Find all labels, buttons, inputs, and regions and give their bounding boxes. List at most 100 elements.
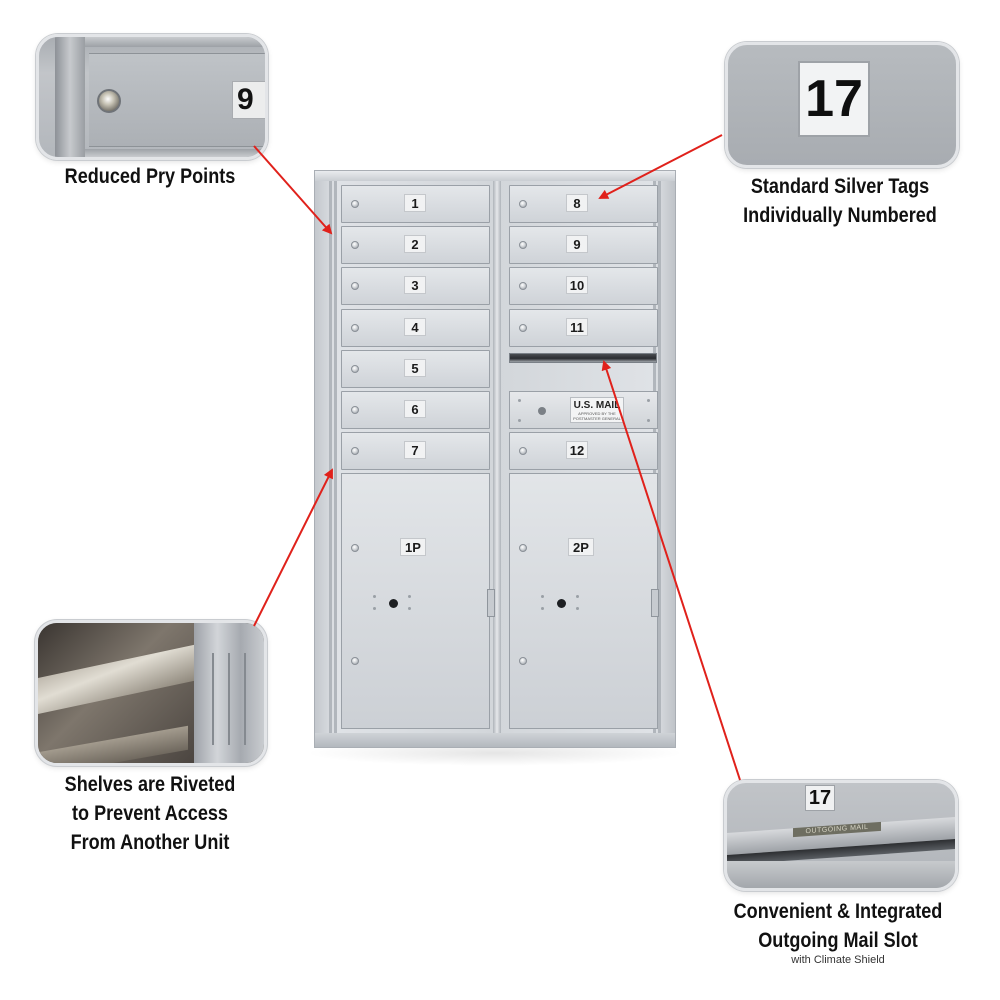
mail-door-9[interactable]: 9 (509, 226, 658, 264)
usmail-sublabel-1: APPROVED BY THE (578, 411, 616, 416)
number-tag-closeup: 17 (798, 61, 870, 137)
caption-line: From Another Unit (70, 831, 230, 854)
caption-line: Individually Numbered (743, 204, 937, 227)
mail-door-5[interactable]: 5 (341, 350, 490, 388)
keyhole-icon (557, 599, 566, 608)
rivet-icon (647, 419, 650, 422)
mail-door-6[interactable]: 6 (341, 391, 490, 429)
shelves-closeup (35, 620, 267, 766)
lock-icon (351, 282, 359, 290)
caption-line: Shelves are Riveted (64, 773, 236, 796)
door-number-tag: 9 (566, 235, 588, 253)
door-number-tag: 2 (404, 235, 426, 253)
mail-door-7[interactable]: 7 (341, 432, 490, 470)
lock-icon (351, 657, 359, 665)
number-tag-closeup: 17 (805, 785, 835, 811)
hinge-icon (487, 589, 495, 617)
door-number-tag: 3 (404, 276, 426, 294)
mail-door-8[interactable]: 8 (509, 185, 658, 223)
mail-door-10[interactable]: 10 (509, 267, 658, 305)
left-rail-inner (334, 181, 337, 733)
door-number-tag: 1 (404, 194, 426, 212)
left-rail (329, 181, 332, 733)
caption-line: to Prevent Access (72, 802, 228, 825)
number-tag-closeup: 9 (232, 81, 265, 119)
lock-icon (351, 324, 359, 332)
door-number-tag: 8 (566, 194, 588, 212)
mail-slot-caption: Convenient & Integrated Outgoing Mail Sl… (718, 897, 959, 955)
unit-top-trim (315, 171, 675, 181)
mailbox-unit: 1 2 3 4 5 6 7 8 9 10 11 (314, 170, 676, 748)
lock-icon (519, 282, 527, 290)
mail-door-11[interactable]: 11 (509, 309, 658, 347)
lock-icon (351, 241, 359, 249)
frame-edge (55, 37, 85, 157)
arrow-silver-tags (598, 134, 723, 199)
lock-icon (538, 407, 546, 415)
lock-icon (519, 241, 527, 249)
usmail-plate: U.S. MAIL APPROVED BY THE POSTMASTER GEN… (570, 397, 624, 423)
rivet-icon (518, 419, 521, 422)
usmail-label: U.S. MAIL (573, 400, 621, 411)
mail-door-1[interactable]: 1 (341, 185, 490, 223)
lock-icon (351, 365, 359, 373)
rivet-icon (518, 399, 521, 402)
lock-icon (519, 447, 527, 455)
arrow-pry-points (253, 145, 333, 235)
caption-line: Outgoing Mail Slot (758, 929, 918, 952)
lock-icon (519, 324, 527, 332)
lock-icon (519, 544, 527, 552)
door-number-tag: 4 (404, 318, 426, 336)
unit-bottom-trim (315, 733, 675, 747)
mail-door-12[interactable]: 12 (509, 432, 658, 470)
parcel-number-tag: 1P (400, 538, 426, 556)
pry-points-caption: Reduced Pry Points (47, 162, 253, 191)
rivet-icon (373, 595, 376, 598)
usmail-sublabel-2: POSTMASTER GENERAL (573, 416, 621, 421)
caption-line: Convenient & Integrated (733, 900, 943, 923)
usmail-collection-door[interactable]: U.S. MAIL APPROVED BY THE POSTMASTER GEN… (509, 391, 658, 429)
caption-line: Standard Silver Tags (750, 175, 930, 198)
door-number-tag: 6 (404, 400, 426, 418)
caption-line: Reduced Pry Points (64, 165, 236, 188)
lock-icon (351, 544, 359, 552)
rivet-icon (373, 607, 376, 610)
rib (244, 653, 246, 745)
door-number-tag: 12 (566, 441, 588, 459)
door-number-tag: 7 (404, 441, 426, 459)
hinge-icon (651, 589, 659, 617)
silver-tags-closeup: 17 (725, 42, 959, 168)
center-divider (493, 181, 501, 733)
rivet-icon (408, 595, 411, 598)
mail-door-3[interactable]: 3 (341, 267, 490, 305)
rivet-icon (408, 607, 411, 610)
pry-points-closeup: 9 (36, 34, 268, 160)
lower-door (727, 861, 955, 888)
rivet-icon (541, 607, 544, 610)
parcel-locker-1p[interactable]: 1P (341, 473, 490, 729)
lock-icon (351, 406, 359, 414)
door-number-tag: 11 (566, 318, 588, 336)
door-number-tag: 5 (404, 359, 426, 377)
lock-icon (351, 200, 359, 208)
mail-door-2[interactable]: 2 (341, 226, 490, 264)
rivet-icon (647, 399, 650, 402)
mail-slot-subcaption: with Climate Shield (791, 954, 885, 966)
lock-icon (351, 447, 359, 455)
mail-door-4[interactable]: 4 (341, 309, 490, 347)
door-number-tag: 10 (566, 276, 588, 294)
parcel-locker-2p[interactable]: 2P (509, 473, 658, 729)
lock-icon (97, 89, 121, 113)
rib (228, 653, 230, 745)
parcel-number-tag: 2P (568, 538, 594, 556)
outgoing-mail-slot[interactable] (509, 353, 657, 363)
arrow-mail-slot (601, 360, 741, 781)
lock-icon (519, 200, 527, 208)
right-rail (658, 181, 661, 733)
rivet-icon (576, 607, 579, 610)
silver-tags-caption: Standard Silver Tags Individually Number… (720, 172, 961, 230)
arrow-shelves (253, 468, 333, 627)
shelves-caption: Shelves are Riveted to Prevent Access Fr… (38, 770, 262, 857)
keyhole-icon (389, 599, 398, 608)
